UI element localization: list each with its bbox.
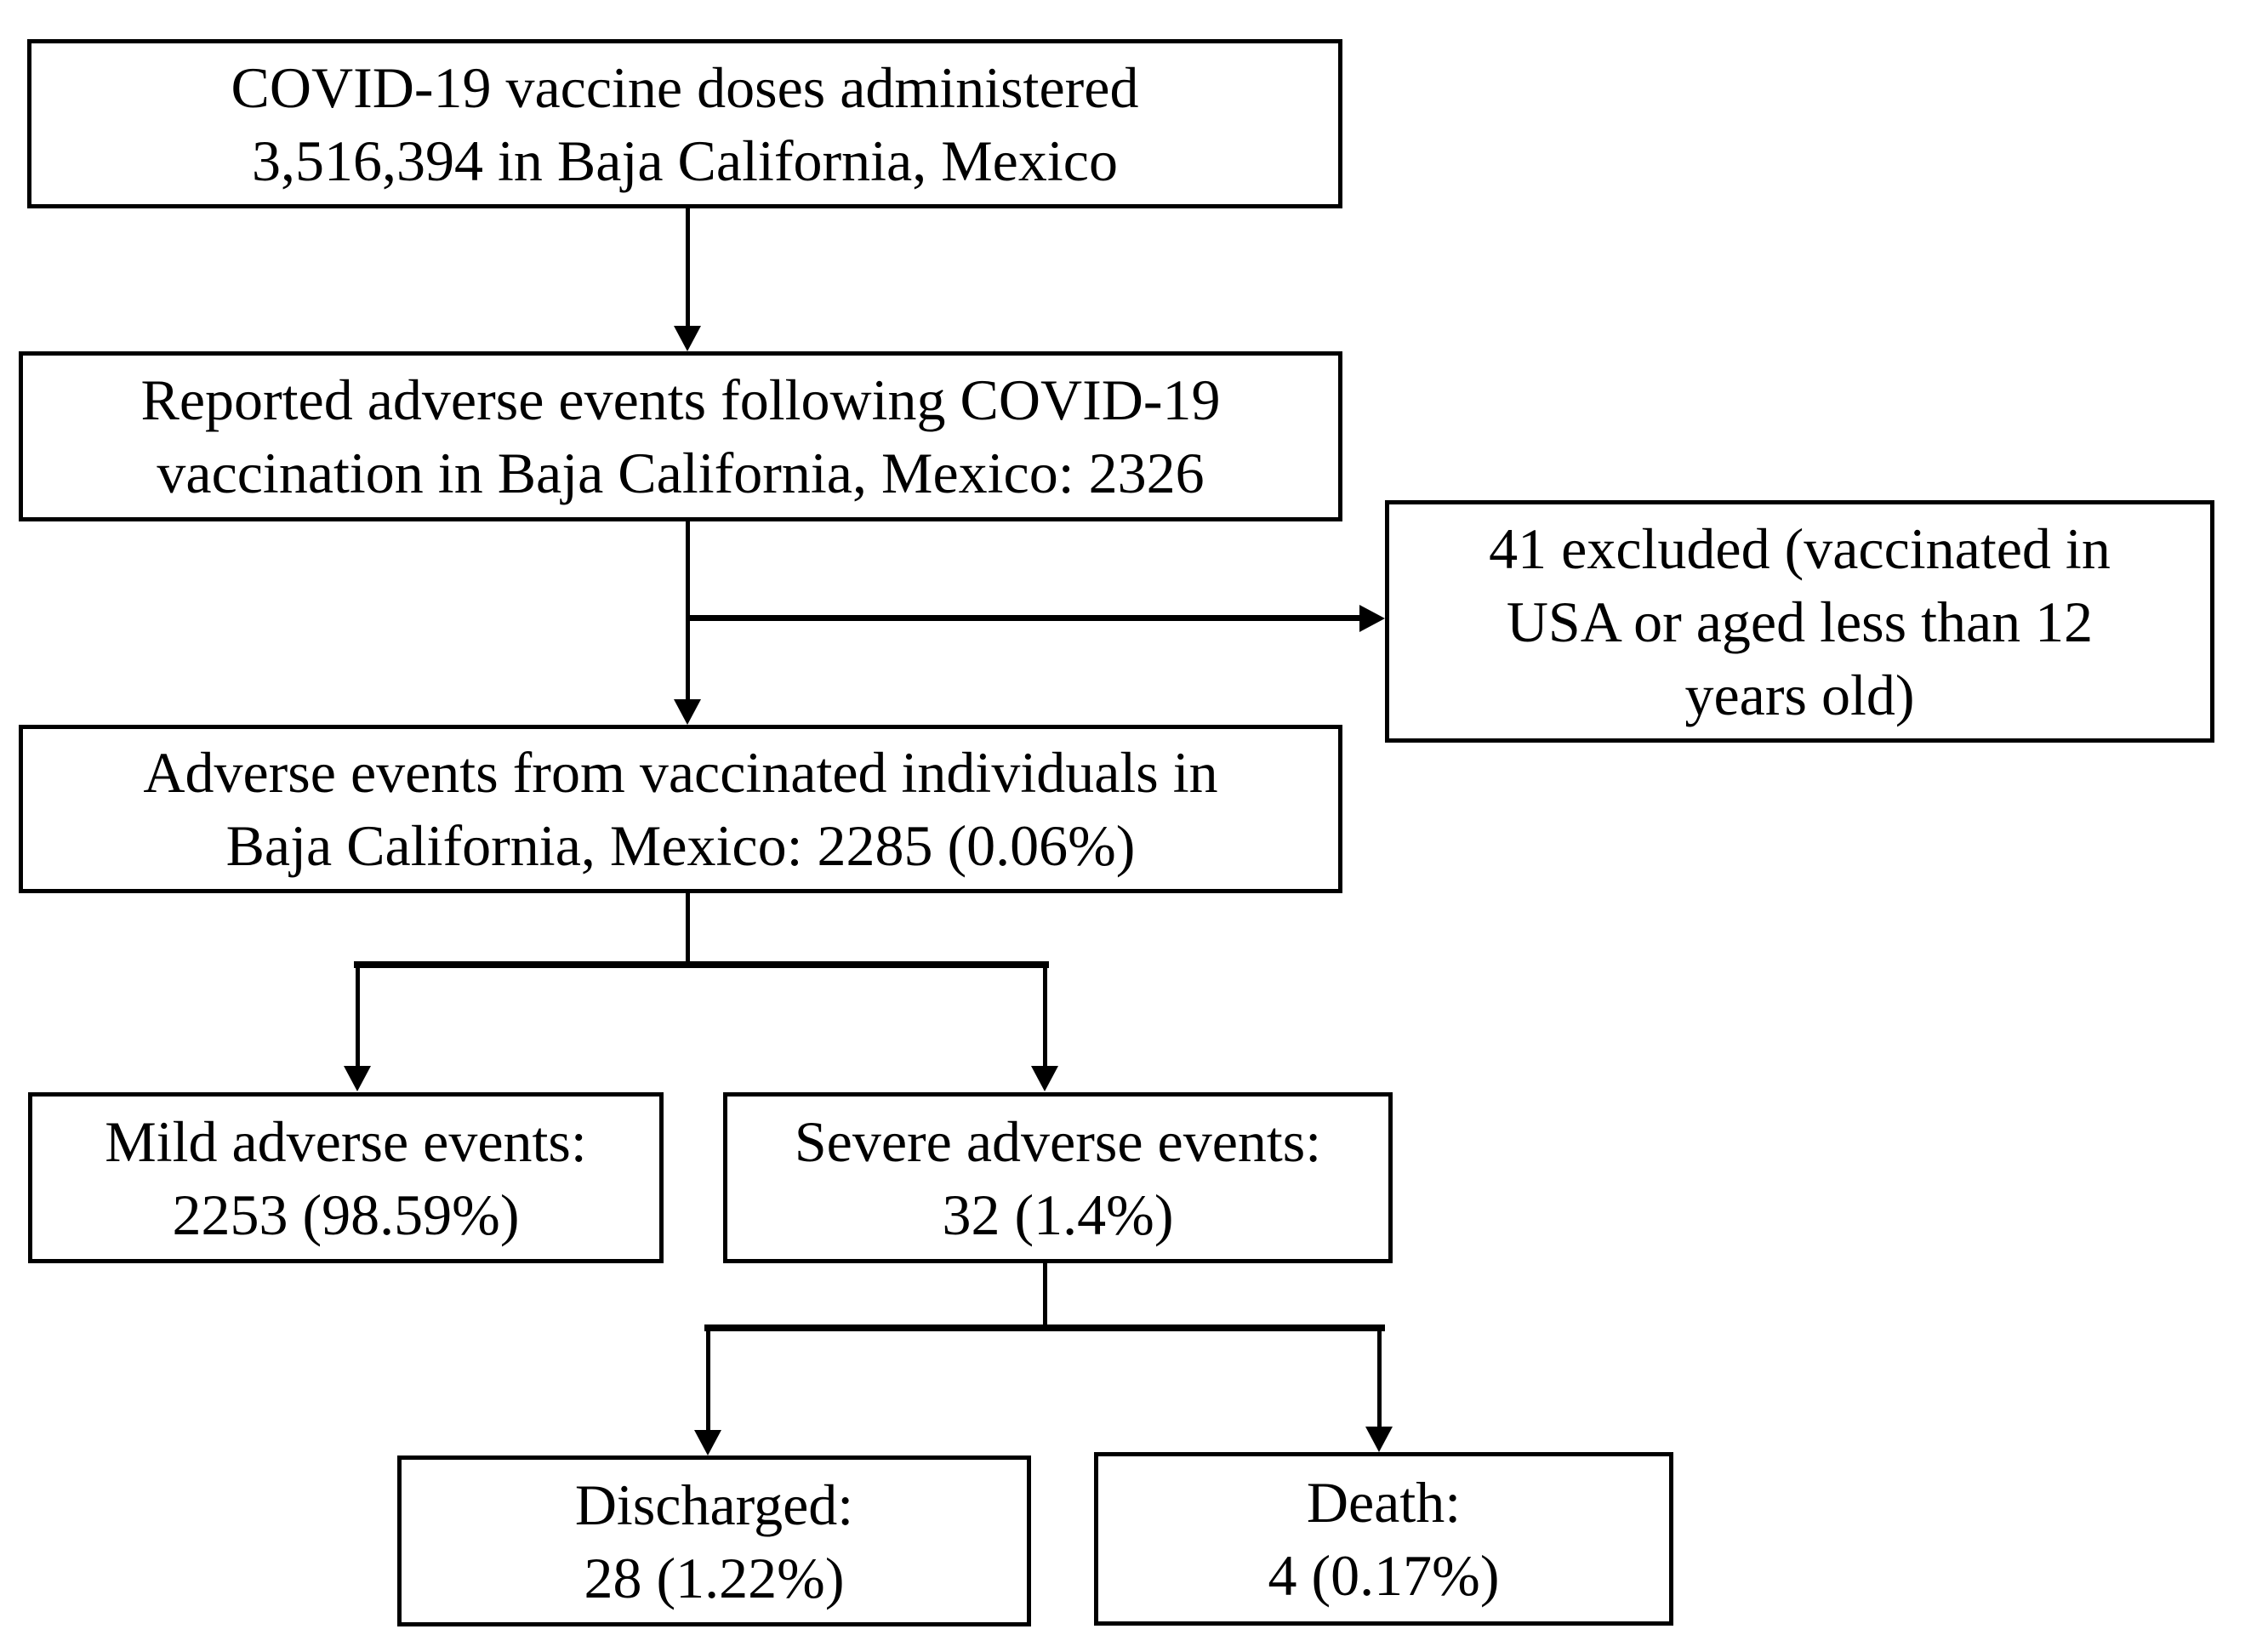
split-severe-stem (1043, 1263, 1047, 1328)
node-included-adverse-events: Adverse events from vaccinated individua… (19, 725, 1342, 893)
connector-doses-to-reported-arrowhead (674, 326, 701, 351)
split-severe-bar (704, 1324, 1385, 1331)
node-mild-adverse-events-line1: Mild adverse events: (105, 1108, 587, 1174)
node-discharged: Discharged: 28 (1.22%) (397, 1455, 1031, 1626)
node-excluded-line1: 41 excluded (vaccinated in (1489, 516, 2111, 581)
node-excluded-line3: years old) (1684, 662, 1915, 727)
node-death: Death: 4 (0.17%) (1094, 1452, 1673, 1626)
node-excluded: 41 excluded (vaccinated in USA or aged l… (1385, 500, 2214, 743)
node-discharged-line2: 28 (1.22%) (584, 1545, 845, 1610)
node-included-adverse-events-line1: Adverse events from vaccinated individua… (143, 740, 1218, 805)
connector-to-severe-arrowhead (1031, 1066, 1058, 1091)
node-discharged-line1: Discharged: (574, 1472, 854, 1537)
node-doses-administered-line2: 3,516,394 in Baja California, Mexico (252, 128, 1118, 193)
node-included-adverse-events-line2: Baja California, Mexico: 2285 (0.06%) (225, 813, 1136, 878)
node-excluded-line2: USA or aged less than 12 (1506, 589, 2094, 654)
node-doses-administered-line1: COVID-19 vaccine doses administered (231, 54, 1139, 120)
node-severe-adverse-events: Severe adverse events: 32 (1.4%) (723, 1092, 1393, 1263)
connector-to-mild-arrowhead (344, 1066, 371, 1091)
node-doses-administered: COVID-19 vaccine doses administered 3,51… (27, 39, 1342, 208)
connector-branch-to-excluded-shaft (686, 615, 1359, 621)
connector-to-mild-shaft (356, 968, 360, 1067)
connector-doses-to-reported-shaft (686, 208, 690, 328)
node-death-line1: Death: (1306, 1470, 1462, 1535)
node-mild-adverse-events-line2: 2253 (98.59%) (172, 1182, 520, 1247)
connector-to-discharged-arrowhead (694, 1430, 721, 1455)
connector-to-discharged-shaft (706, 1331, 710, 1431)
connector-to-severe-shaft (1043, 968, 1047, 1067)
connector-to-death-arrowhead (1365, 1427, 1393, 1452)
connector-branch-to-excluded-arrowhead (1359, 605, 1385, 632)
node-severe-adverse-events-line2: 32 (1.4%) (942, 1182, 1174, 1247)
connector-reported-to-included-shaft (686, 521, 690, 699)
node-mild-adverse-events: Mild adverse events: 2253 (98.59%) (28, 1092, 664, 1263)
node-reported-adverse-events-line1: Reported adverse events following COVID-… (140, 367, 1221, 432)
node-reported-adverse-events-line2: vaccination in Baja California, Mexico: … (157, 441, 1205, 505)
split-included-stem (686, 893, 690, 966)
connector-reported-to-included-arrowhead (674, 699, 701, 725)
node-severe-adverse-events-line1: Severe adverse events: (794, 1108, 1322, 1174)
connector-to-death-shaft (1377, 1331, 1382, 1427)
node-death-line2: 4 (0.17%) (1268, 1543, 1500, 1608)
node-reported-adverse-events: Reported adverse events following COVID-… (19, 351, 1342, 521)
split-included-bar (354, 961, 1049, 968)
